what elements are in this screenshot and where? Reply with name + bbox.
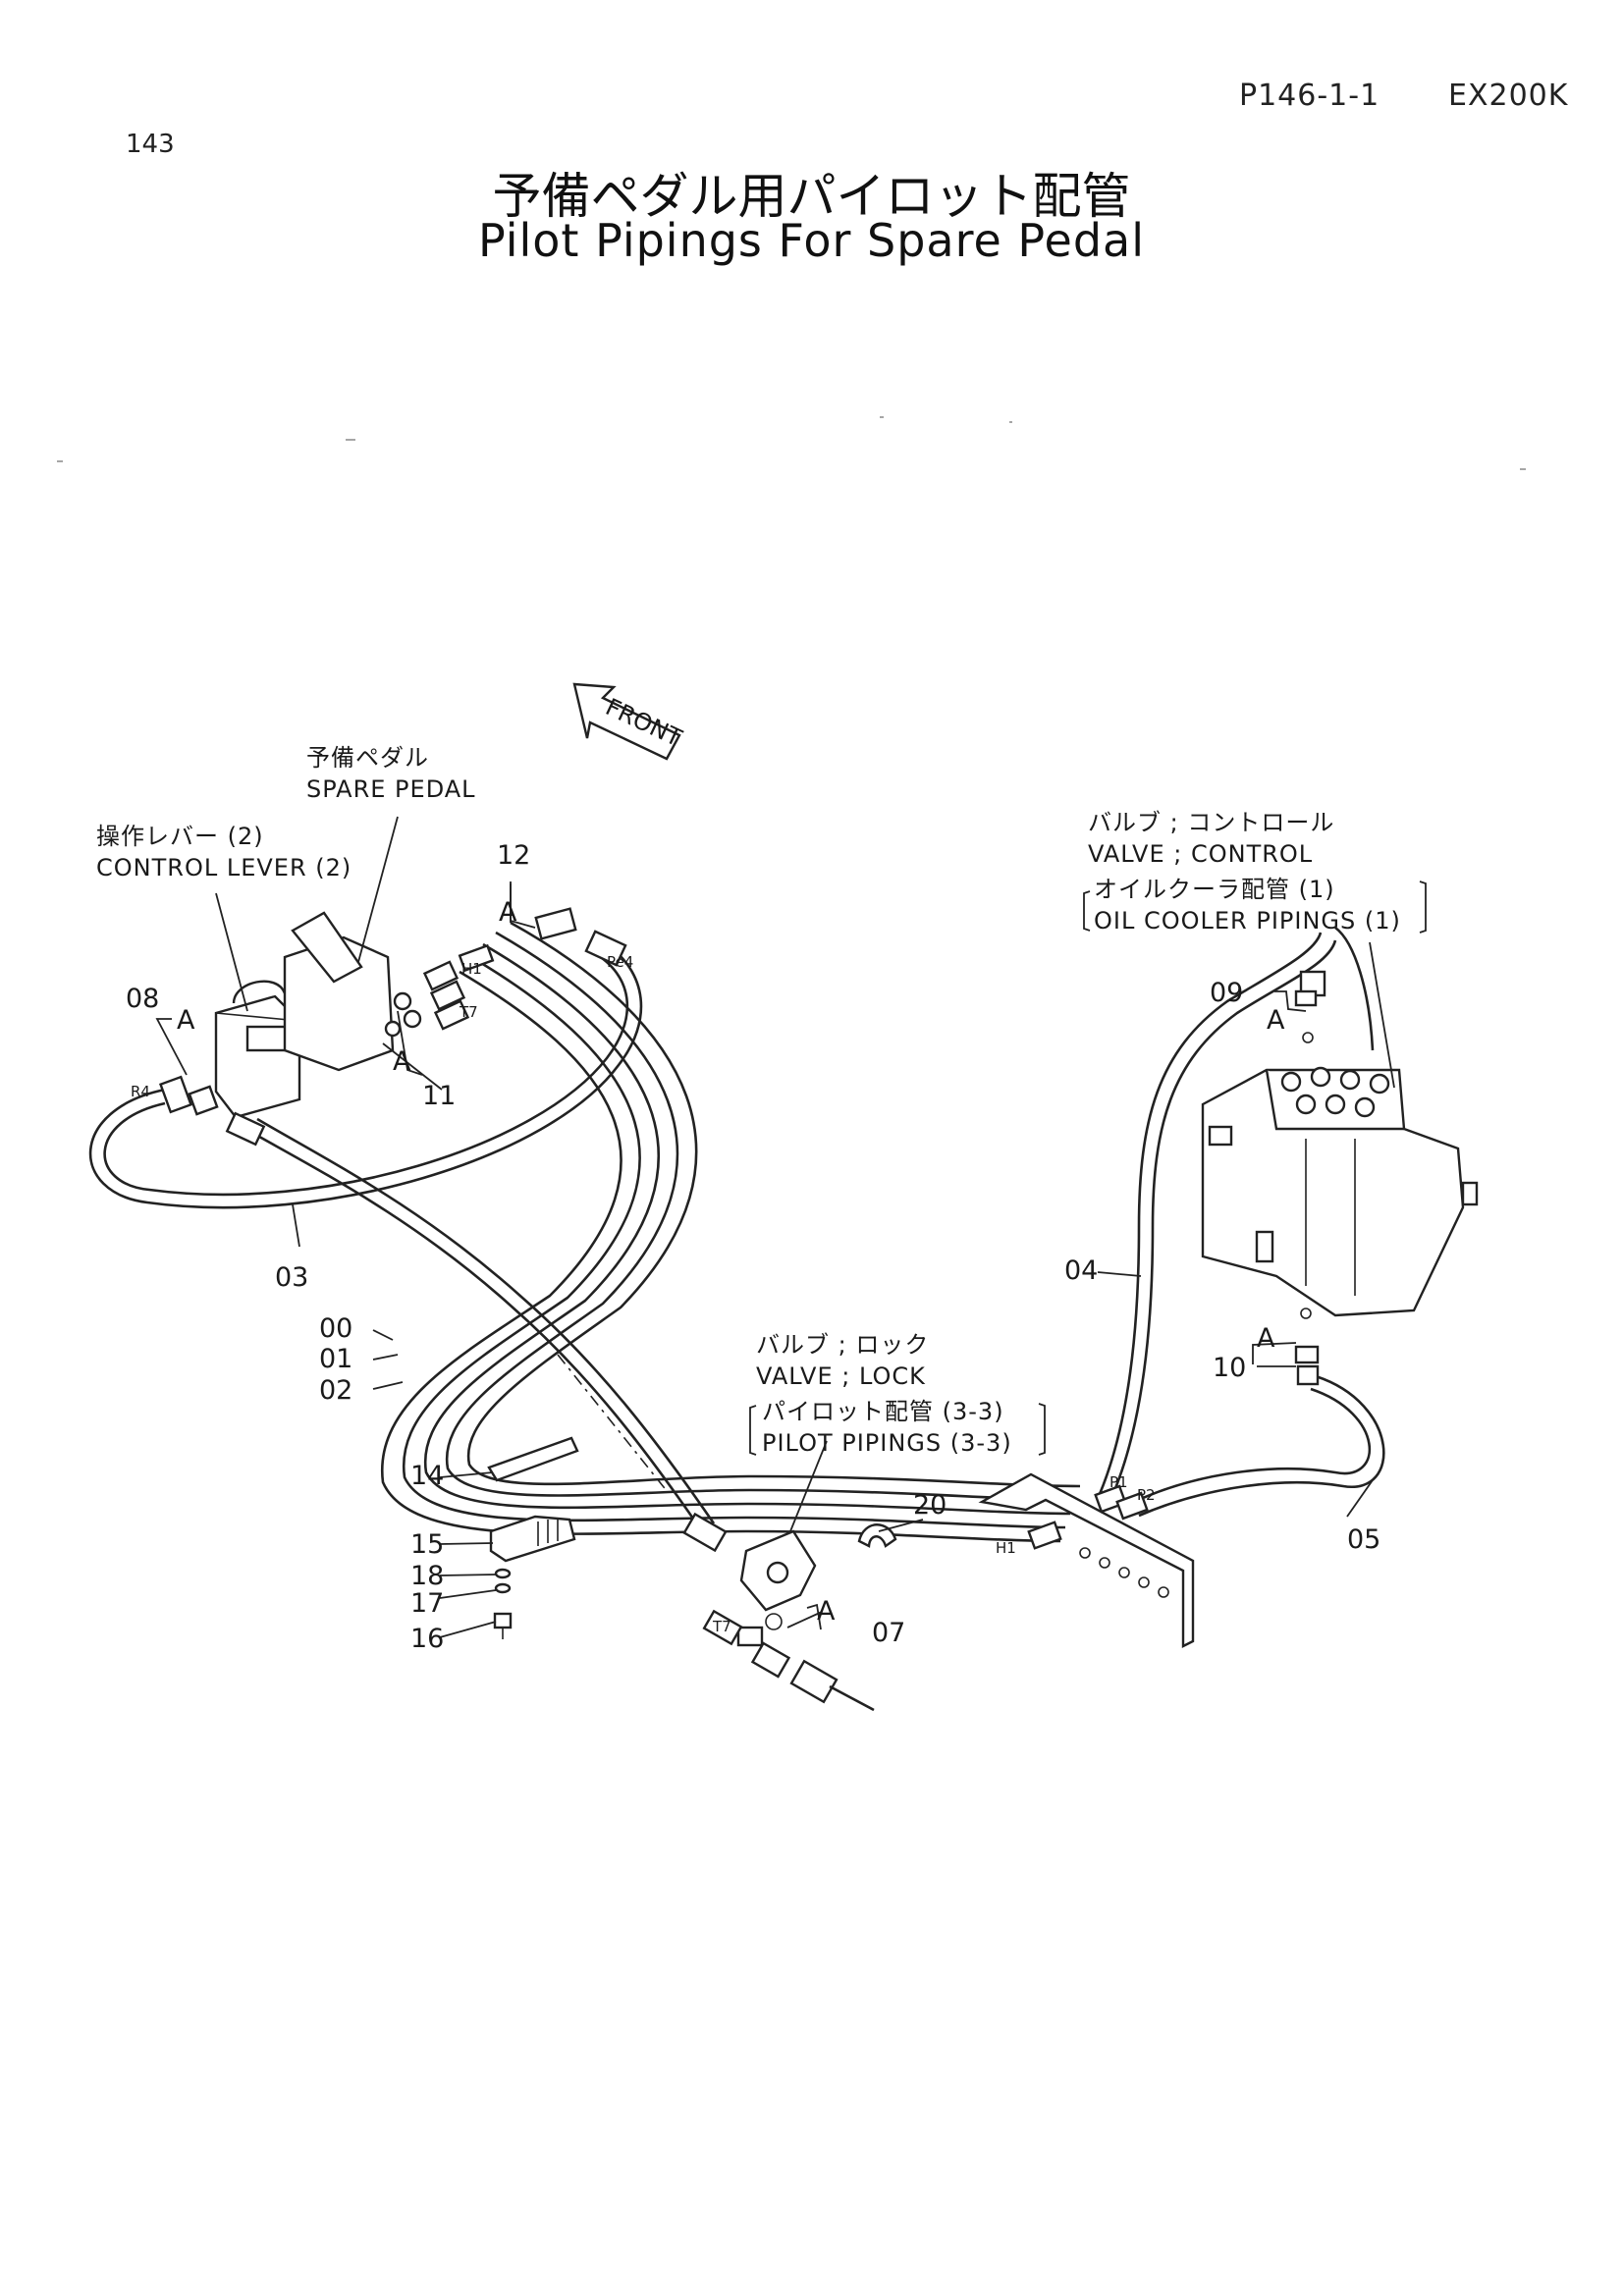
port-label-p2: P2 [1137,1486,1156,1504]
part-number-15: 15 [410,1529,444,1560]
detail-marker-a: A [817,1596,836,1627]
control-lever-jp-label: 操作レバー (2) [96,823,264,850]
valve-lock-en-label: VALVE ; LOCK [756,1362,926,1390]
port-label-t7b: T7 [712,1618,731,1635]
hose-to-lock-valve [244,1117,716,1532]
part-number-14: 14 [410,1461,444,1491]
part-number-01: 01 [319,1344,352,1374]
part-number-09: 09 [1210,978,1243,1008]
port-label-h1: H1 [461,960,482,978]
r4-fittings [158,1075,266,1147]
spare-pedal-jp-label: 予備ペダル [306,744,429,772]
oil-cooler-jp-label: オイルクーラ配管 (1) [1094,876,1335,903]
bracket-clamp [487,1436,579,1563]
title-japanese: 予備ペダル用パイロット配管 [492,168,1131,225]
part-number-07: 07 [872,1618,905,1648]
part-number-05: 05 [1347,1524,1380,1555]
spare-pedal-en-label: SPARE PEDAL [306,775,476,803]
bolt-washer-set [493,1568,513,1639]
hose-05 [1133,1374,1385,1518]
model-code: EX200K [1448,79,1569,113]
part-number-20: 20 [913,1490,947,1521]
pipe-bundle [380,921,1081,1543]
valve-control-en-label: VALVE ; CONTROL [1088,840,1313,868]
valve-fittings [1294,970,1326,1386]
control-valve-body [1201,1066,1479,1317]
part-number-12: 12 [497,840,530,871]
part-number-16: 16 [410,1624,444,1654]
spare-pedal-body [283,911,422,1072]
control-lever-en-label: CONTROL LEVER (2) [96,854,352,881]
part-number-03: 03 [275,1262,308,1293]
part-number-08: 08 [126,984,159,1014]
pilot-pipings-en-label: PILOT PIPINGS (3-3) [762,1429,1012,1457]
part-number-02: 02 [319,1375,352,1406]
valve-control-jp-label: バルブ ; コントロール [1088,809,1334,836]
part-number-18: 18 [410,1561,444,1591]
bracket-braces [397,881,1427,1630]
part-number-11: 11 [422,1081,456,1111]
part-number-17: 17 [410,1588,444,1619]
detail-marker-a: A [1257,1323,1275,1354]
pilot-pipings-jp-label: パイロット配管 (3-3) [762,1398,1004,1425]
valve-lock-body [682,1512,875,1712]
oil-cooler-en-label: OIL COOLER PIPINGS (1) [1094,907,1401,934]
detail-marker-a: A [499,897,517,928]
pedal-fittings [422,907,627,1031]
part-number-10: 10 [1213,1353,1246,1383]
title-english: Pilot Pipings For Spare Pedal [478,214,1145,267]
port-label-pe4: Pe4 [607,953,633,971]
part-number-04: 04 [1064,1255,1098,1286]
hose-04 [1098,926,1375,1499]
detail-marker-a: A [177,1005,195,1036]
scan-marks [57,416,1526,470]
detail-marker-a: A [393,1046,411,1077]
right-bracket-plate [978,1472,1195,1648]
page-number: 143 [126,130,175,159]
front-arrow: FRONT [572,682,686,761]
port-label-t7: T7 [459,1003,478,1021]
port-label-h1b: H1 [996,1539,1016,1557]
part-number-00: 00 [319,1313,352,1344]
port-label-r4: R4 [131,1083,150,1100]
leader-lines [155,816,1395,1638]
detail-marker-a: A [1267,1005,1285,1036]
valve-lock-jp-label: バルブ ; ロック [756,1331,929,1359]
port-label-p1: P1 [1109,1473,1128,1491]
page-code: P146-1-1 [1239,79,1380,113]
